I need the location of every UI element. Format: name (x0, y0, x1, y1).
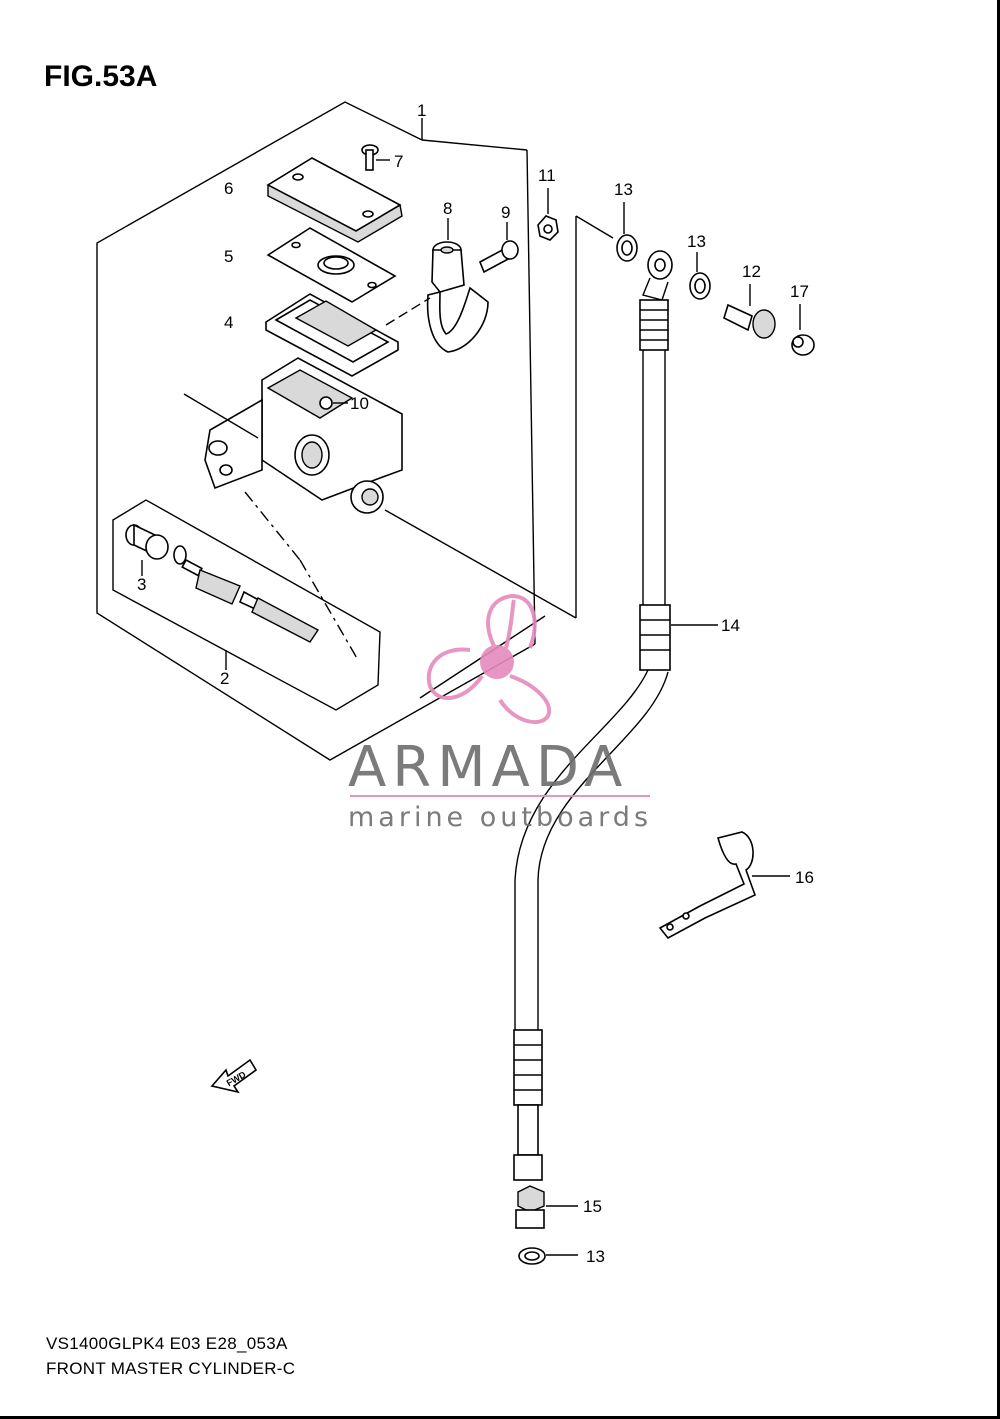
callout-6: 6 (224, 179, 233, 198)
page-frame-right (997, 0, 1000, 1419)
callout-1: 1 (417, 101, 426, 120)
bleeder-12 (723, 284, 776, 339)
assembly-outline-1 (96, 101, 536, 761)
callout-11: 11 (538, 166, 556, 185)
callout-5: 5 (224, 247, 233, 266)
figure-title: FIG.53A (44, 60, 158, 93)
gasket-13a (616, 202, 638, 262)
watermark-brand: ARMADA (348, 735, 628, 800)
bolt-9 (478, 222, 519, 274)
page-frame-bottom (0, 1416, 1000, 1419)
callout-10: 10 (350, 394, 369, 413)
fwd-direction-arrow: FWD (210, 1058, 258, 1094)
callout-4: 4 (224, 313, 233, 332)
model-code: VS1400GLPK4 E03 E28_053A (46, 1334, 288, 1353)
propeller-hub (480, 645, 514, 679)
reservoir-cap (266, 157, 403, 243)
armada-watermark: ARMADA marine outboards (348, 593, 652, 833)
section-name: FRONT MASTER CYLINDER-C (46, 1359, 296, 1378)
piston-assembly (125, 523, 320, 643)
union-15 (515, 1185, 578, 1229)
master-cylinder-body (183, 357, 403, 661)
gasket-13c (518, 1247, 578, 1265)
callout-16: 16 (795, 868, 814, 887)
callout-9: 9 (501, 203, 510, 222)
callout-13a: 13 (614, 180, 633, 199)
callout-12: 12 (742, 262, 761, 281)
callout-13c: 13 (586, 1247, 605, 1266)
propeller-logo (426, 593, 552, 725)
clamp-16 (658, 831, 790, 940)
hose-frame-lines (384, 215, 614, 699)
callout-15: 15 (583, 1197, 602, 1216)
nut-11 (537, 188, 559, 241)
callout-14: 14 (721, 616, 740, 635)
callout-2: 2 (220, 669, 229, 688)
callout-7: 7 (394, 152, 403, 171)
brake-hose (513, 250, 718, 1181)
diaphragm (265, 293, 399, 377)
grommet-10 (319, 396, 348, 410)
gasket-13b (689, 252, 711, 300)
watermark-tagline: marine outboards (348, 802, 652, 833)
screw-7 (361, 144, 390, 171)
callout-8: 8 (443, 199, 452, 218)
lever-holder (385, 218, 489, 353)
callout-17: 17 (790, 282, 809, 301)
piston-kit-box (112, 499, 381, 711)
cap-17 (791, 304, 815, 356)
diaphragm-plate (266, 227, 397, 303)
callout-13b: 13 (687, 232, 706, 251)
callout-3: 3 (137, 575, 146, 594)
